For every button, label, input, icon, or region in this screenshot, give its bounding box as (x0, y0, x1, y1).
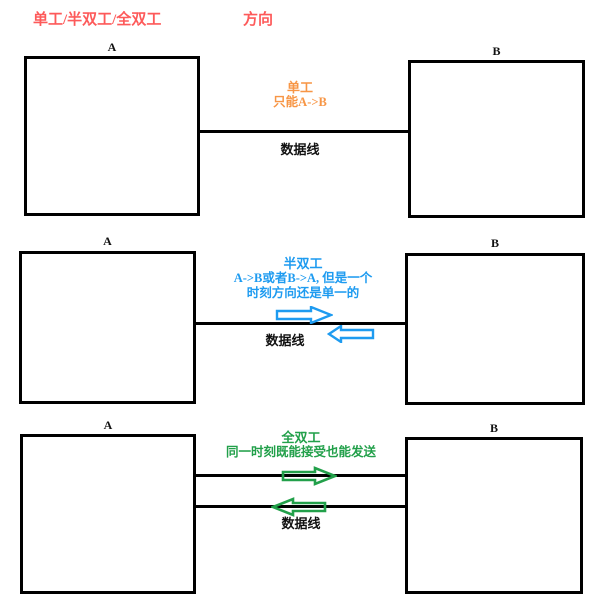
halfduplex-arrow-right (275, 306, 333, 324)
direction-label: 方向 (243, 12, 274, 28)
page-title: 单工/半双工/全双工 (33, 12, 162, 28)
simplex-mode-desc: 只能A->B (273, 95, 327, 110)
simplex-mode-name: 单工 (286, 80, 313, 95)
simplex-node-a-box (24, 56, 200, 216)
fullduplex-mode-name: 全双工 (281, 430, 321, 445)
simplex-annotation: 单工 只能A->B (225, 80, 375, 110)
halfduplex-arrow-left (327, 325, 375, 343)
simplex-node-b-box (408, 60, 585, 218)
fullduplex-mode-desc: 同一时刻既能接受也能发送 (225, 445, 376, 460)
fullduplex-node-b-box (405, 437, 583, 594)
halfduplex-annotation: 半双工 A->B或者B->A, 但是一个 时刻方向还是单一的 (203, 256, 403, 301)
fullduplex-arrow-left (271, 497, 327, 517)
fullduplex-arrow-right (281, 466, 337, 486)
fullduplex-node-a-label: A (103, 418, 113, 432)
halfduplex-node-a-box (19, 251, 196, 404)
halfduplex-wire-label: 数据线 (265, 333, 305, 348)
fullduplex-data-wire-lower (194, 505, 408, 508)
fullduplex-node-b-label: B (489, 421, 498, 435)
halfduplex-data-wire (195, 322, 407, 325)
simplex-wire-label: 数据线 (280, 142, 320, 157)
halfduplex-node-a-label: A (103, 234, 112, 248)
halfduplex-mode-desc-line2: 时刻方向还是单一的 (246, 286, 360, 301)
simplex-node-b-label: B (492, 44, 501, 58)
fullduplex-node-a-box (20, 434, 196, 594)
simplex-data-wire (199, 130, 409, 133)
halfduplex-mode-name: 半双工 (283, 256, 323, 271)
fullduplex-annotation: 全双工 同一时刻既能接受也能发送 (198, 430, 404, 460)
simplex-node-a-label: A (107, 40, 117, 54)
halfduplex-node-b-label: B (490, 236, 499, 250)
halfduplex-node-b-box (405, 253, 585, 405)
fullduplex-data-wire-upper (194, 474, 408, 477)
halfduplex-mode-desc-line1: A->B或者B->A, 但是一个 (233, 271, 373, 286)
fullduplex-wire-label: 数据线 (281, 516, 321, 531)
